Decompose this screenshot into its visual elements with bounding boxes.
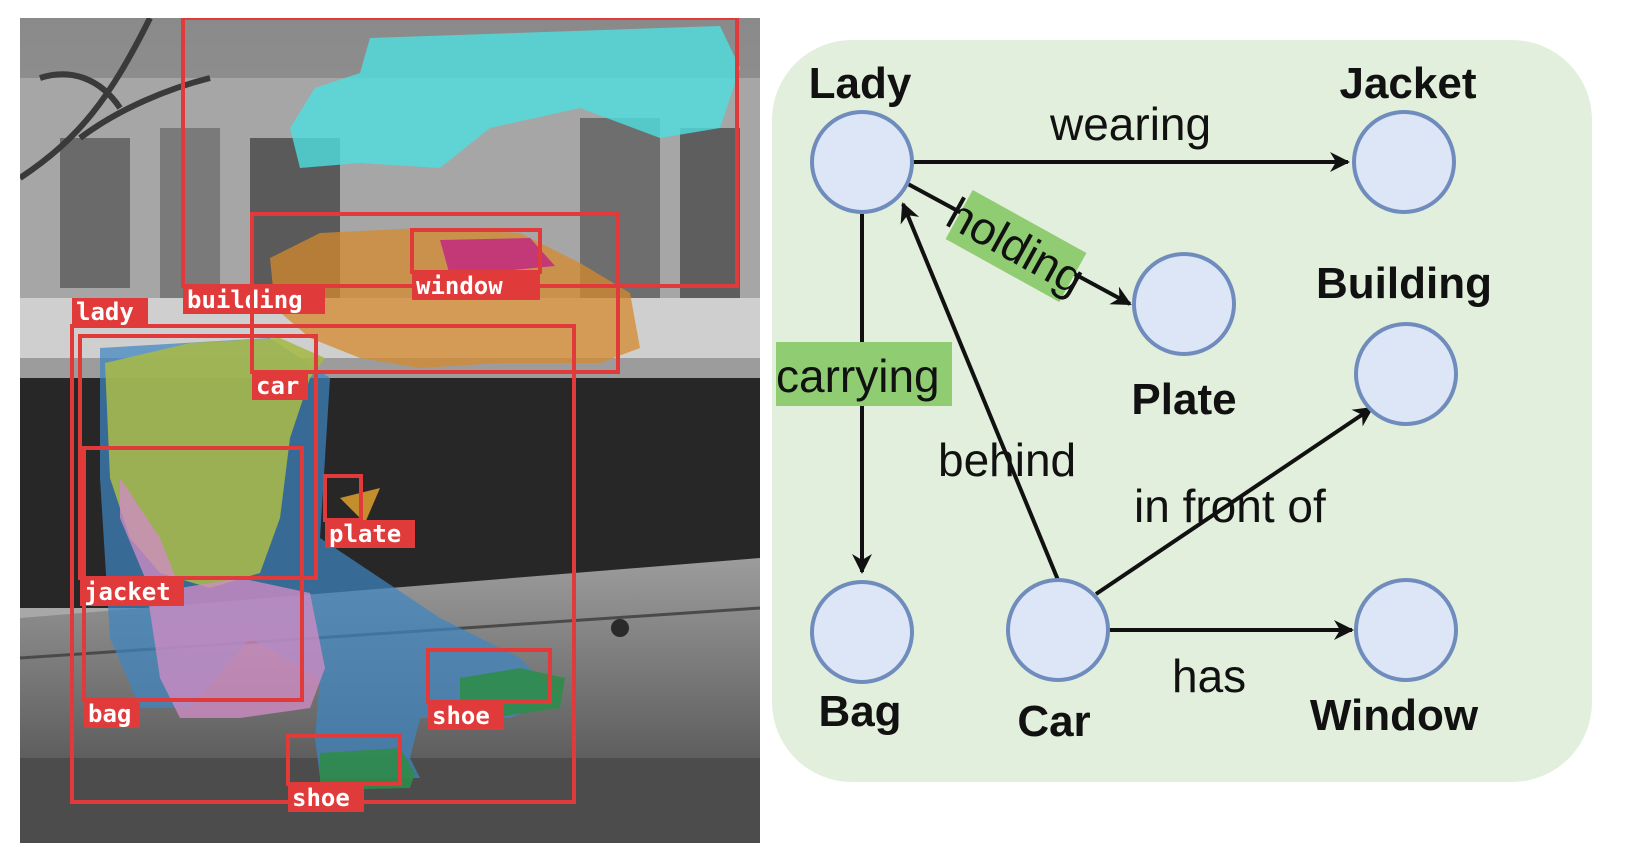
- detection-photo: building window lady car plate jacket: [20, 18, 760, 843]
- edge-label-has: has: [1172, 650, 1246, 702]
- det-label-bag: bag: [88, 700, 131, 728]
- node-bag: [810, 580, 914, 684]
- edge-in-front-of: [1094, 406, 1374, 596]
- building-mask: [290, 26, 740, 168]
- scene-graph: wearing holding carrying behind in front…: [768, 36, 1630, 822]
- edge-label-behind: behind: [938, 434, 1076, 486]
- holding-highlight: [945, 189, 1087, 303]
- window-mask: [440, 238, 555, 276]
- edge-label-in-front-of: in front of: [1134, 480, 1326, 532]
- det-label-shoe-left: shoe: [292, 784, 350, 812]
- node-label-lady: Lady: [809, 59, 912, 108]
- node-car: [1006, 578, 1110, 682]
- node-label-plate: Plate: [1131, 375, 1236, 424]
- det-label-plate: plate: [329, 520, 401, 548]
- det-label-car: car: [256, 372, 299, 400]
- det-label-shoe-right: shoe: [432, 702, 490, 730]
- node-window: [1354, 578, 1458, 682]
- node-plate: [1132, 252, 1236, 356]
- node-building: [1354, 322, 1458, 426]
- node-labels: Lady Jacket Plate Building Bag Car Windo…: [809, 59, 1492, 746]
- edge-label-carrying: carrying: [776, 350, 940, 402]
- carrying-highlight: [776, 342, 952, 406]
- bag-mask: [120, 478, 325, 718]
- edge-labels: wearing holding carrying behind in front…: [776, 98, 1326, 702]
- node-label-window: Window: [1310, 691, 1479, 740]
- det-label-lady: lady: [76, 298, 134, 326]
- node-label-bag: Bag: [818, 687, 901, 736]
- det-label-jacket: jacket: [84, 578, 171, 606]
- det-label-window: window: [416, 272, 503, 300]
- graph-nodes: [810, 110, 1458, 684]
- jacket-mask: [105, 338, 325, 588]
- edge-behind: [900, 202, 1060, 581]
- node-label-building: Building: [1316, 259, 1492, 308]
- edge-label-wearing: wearing: [1049, 98, 1211, 150]
- node-label-car: Car: [1017, 697, 1090, 746]
- node-label-jacket: Jacket: [1339, 59, 1476, 108]
- shoe-mask-left: [320, 748, 415, 790]
- node-lady: [810, 110, 914, 214]
- node-jacket: [1352, 110, 1456, 214]
- detection-boxes: building window lady car plate jacket: [70, 18, 739, 812]
- det-label-building: building: [187, 286, 303, 314]
